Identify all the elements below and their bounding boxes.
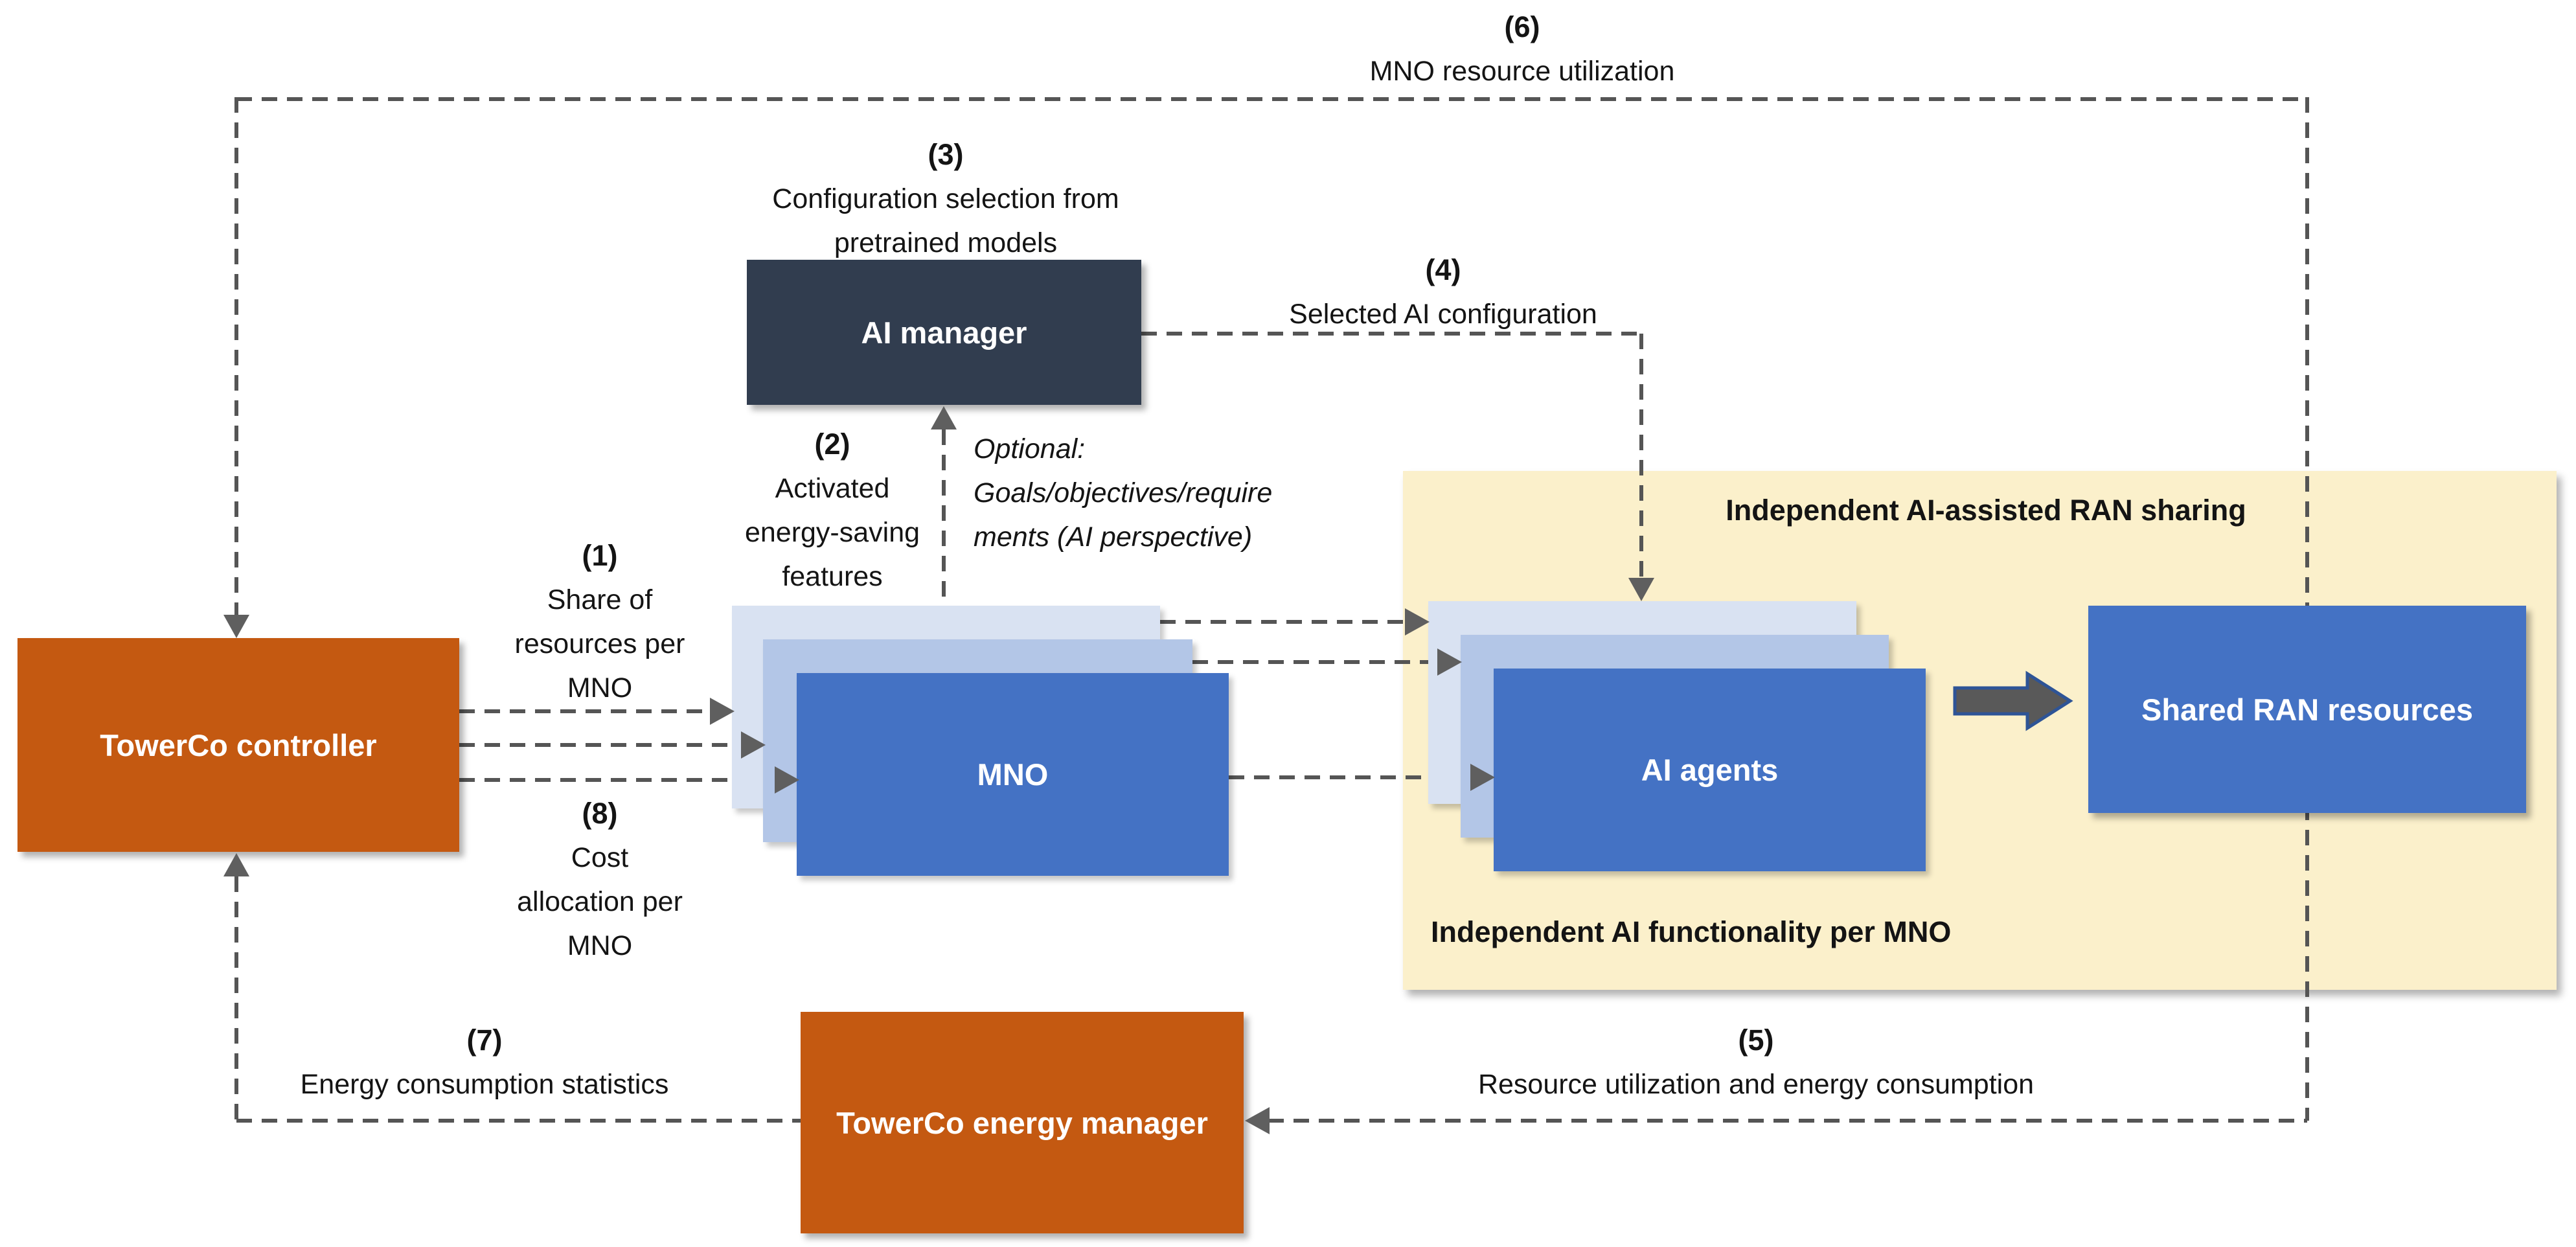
flow3-label: (3) Configuration selection from pretrai… bbox=[654, 133, 1237, 265]
towerco-energy-manager-box: TowerCo energy manager bbox=[801, 1012, 1244, 1233]
flow2-optional-note: Optional: Goals/objectives/require ments… bbox=[974, 427, 1427, 559]
mno-box: MNO bbox=[797, 673, 1229, 876]
panel-footer: Independent AI functionality per MNO bbox=[1431, 915, 1952, 948]
flow7-horizontal-line bbox=[236, 1119, 801, 1123]
flow1-text-line3: MNO bbox=[567, 672, 633, 704]
panel-title: Independent AI-assisted RAN sharing bbox=[1726, 494, 2246, 527]
flow8-text-line1: Cost bbox=[571, 842, 629, 873]
arrowhead-agents-front bbox=[1470, 764, 1495, 791]
flow2-text-line1: Activated bbox=[775, 473, 890, 504]
flow5-number: (5) bbox=[1738, 1024, 1774, 1057]
flow4-number: (4) bbox=[1425, 253, 1461, 286]
flow5-text: Resource utilization and energy consumpt… bbox=[1477, 1069, 2035, 1100]
ai-agents-to-shared-ran-arrow-icon bbox=[1953, 670, 2073, 731]
flow8-text-line3: MNO bbox=[567, 930, 633, 961]
flow7-text: Energy consumption statistics bbox=[300, 1069, 669, 1100]
flow4-vertical-line bbox=[1639, 334, 1643, 578]
flow7-number: (7) bbox=[466, 1024, 503, 1057]
ai-manager-box: AI manager bbox=[747, 260, 1141, 405]
flow8-text-line2: allocation per bbox=[517, 886, 683, 917]
flow6-number: (6) bbox=[1504, 10, 1540, 43]
flow5-horizontal-line bbox=[1268, 1119, 2307, 1123]
ai-agents-box: AI agents bbox=[1494, 669, 1926, 871]
flow1-label: (1) Share of resources per MNO bbox=[470, 534, 729, 710]
towerco-to-mno-line-3 bbox=[459, 778, 775, 782]
flow2-label: (2) Activated energy-saving features bbox=[703, 422, 962, 599]
flow5-label: (5) Resource utilization and energy cons… bbox=[1367, 1018, 2145, 1106]
flow3-text-line1: Configuration selection from bbox=[772, 183, 1119, 214]
flow2-text-line2: energy-saving bbox=[744, 517, 920, 548]
flow4-horizontal-line bbox=[1141, 332, 1643, 336]
flow2-text-line3: features bbox=[782, 561, 883, 592]
flow3-text-line2: pretrained models bbox=[834, 227, 1058, 258]
optional-note-line1: Optional: bbox=[974, 433, 1086, 464]
arrowhead-agents-mid bbox=[1437, 648, 1462, 676]
arrowhead-mno-mid bbox=[741, 731, 766, 759]
flow6-label: (6) MNO resource utilization bbox=[1198, 5, 1846, 93]
towerco-to-mno-line-2 bbox=[459, 743, 741, 747]
shared-ran-resources-box: Shared RAN resources bbox=[2088, 606, 2526, 813]
arrowhead-agents-back bbox=[1405, 608, 1430, 635]
flow2-number: (2) bbox=[814, 428, 850, 461]
towerco-controller-box: TowerCo controller bbox=[17, 638, 459, 852]
mno-to-agents-line-3 bbox=[1229, 775, 1470, 779]
mno-to-agents-line-2 bbox=[1192, 660, 1437, 664]
arrowhead-into-ai-manager bbox=[931, 406, 957, 429]
towerco-to-mno-line-1 bbox=[459, 709, 710, 713]
arrowhead-mno-front bbox=[775, 766, 799, 794]
flow7-label: (7) Energy consumption statistics bbox=[258, 1018, 711, 1106]
flow6-text: MNO resource utilization bbox=[1369, 56, 1675, 87]
arrowhead-into-towerco-bottom bbox=[223, 853, 249, 876]
flow1-text-line1: Share of bbox=[547, 584, 653, 615]
flow4-text: Selected AI configuration bbox=[1289, 299, 1597, 330]
flow3-number: (3) bbox=[928, 138, 964, 171]
arrowhead-mno-back bbox=[710, 698, 735, 725]
flow1-text-line2: resources per bbox=[514, 628, 685, 659]
arrowhead-into-towerco-top bbox=[223, 615, 249, 638]
flow7-vertical-line bbox=[234, 876, 238, 1123]
flow8-label: (8) Cost allocation per MNO bbox=[470, 792, 729, 968]
flow2-vertical-line bbox=[942, 429, 946, 606]
arrowhead-into-energy-manager bbox=[1245, 1107, 1270, 1134]
optional-note-line3: ments (AI perspective) bbox=[974, 521, 1253, 553]
flow4-label: (4) Selected AI configuration bbox=[1184, 248, 1702, 336]
flow8-number: (8) bbox=[582, 797, 618, 830]
mno-to-agents-line-1 bbox=[1160, 620, 1405, 624]
optional-note-line2: Goals/objectives/require bbox=[974, 477, 1273, 509]
flow1-number: (1) bbox=[582, 539, 618, 572]
flow6-top-line bbox=[236, 97, 2307, 101]
flow6-left-vertical-line bbox=[234, 97, 238, 615]
arrowhead-into-ai-agents-top bbox=[1628, 578, 1654, 601]
